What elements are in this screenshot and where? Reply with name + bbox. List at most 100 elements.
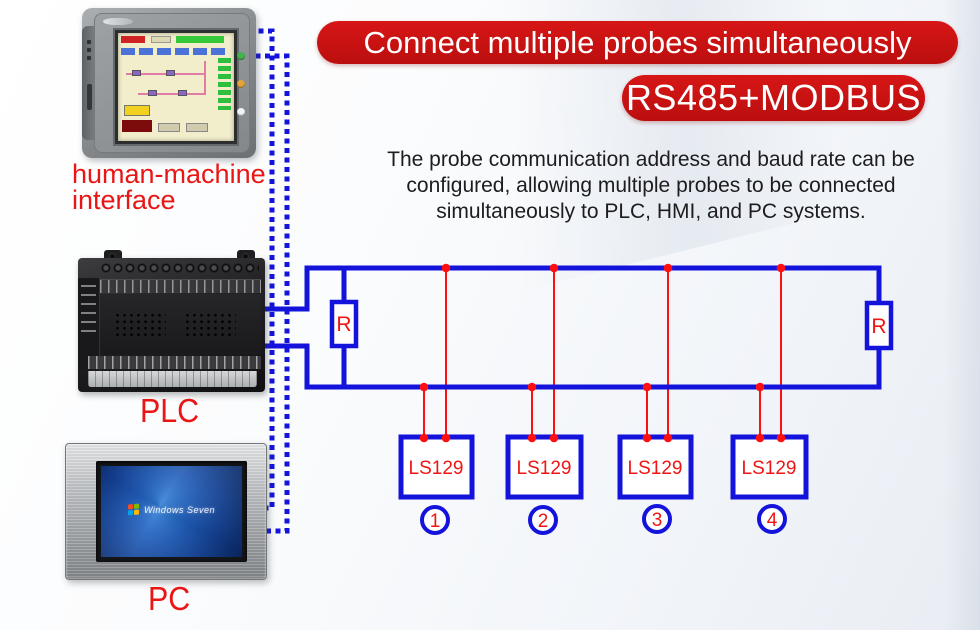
boot-logo-row: Windows Seven — [101, 503, 242, 516]
hmi-screen-title-bar — [121, 36, 145, 43]
flag-quadrant — [128, 510, 134, 516]
hmi-label-line-2: interface — [72, 185, 176, 215]
plc-terminal-cover — [88, 371, 257, 387]
hmi-front-bezel — [94, 13, 250, 153]
hmi-screen-warning-box — [124, 105, 150, 116]
junction-dot — [642, 433, 652, 443]
flow-node — [132, 70, 141, 76]
pc-screen-bezel: Windows Seven — [96, 461, 247, 562]
probe3-number: 3 — [652, 510, 663, 531]
vent-grid — [184, 312, 236, 338]
hmi-screen-button — [158, 123, 180, 132]
probe1-number-circle — [420, 505, 450, 535]
junction-dot — [419, 433, 429, 443]
headline-banner: Connect multiple probes simultaneously — [317, 21, 958, 64]
probe1-box — [398, 434, 475, 500]
vent-grid — [114, 312, 166, 338]
description-line-1: The probe communication address and baud… — [387, 148, 915, 171]
plc-indicator-panel — [78, 278, 100, 370]
description-line-3: simultaneously to PLC, HMI, and PC syste… — [436, 200, 866, 223]
probe2-label: LS129 — [517, 458, 572, 479]
flow-line — [138, 93, 206, 95]
panel-marking — [81, 303, 96, 305]
probe-number-badges: 1 2 3 4 — [420, 504, 787, 535]
windows-logo-icon — [128, 503, 140, 516]
headline-text: Connect multiple probes simultaneously — [363, 24, 912, 60]
probe3-number-circle — [642, 504, 672, 534]
junction-dot — [663, 433, 673, 443]
junction-dot — [776, 263, 786, 273]
probe1-number: 1 — [430, 511, 441, 532]
probe2-number-circle — [528, 505, 558, 535]
plc-label: PLC — [140, 392, 200, 429]
pc-device-image: Windows Seven — [65, 443, 267, 580]
junction-dot — [642, 382, 652, 392]
junction-dot — [776, 433, 786, 443]
junction-dot — [549, 263, 559, 273]
probe1-label: LS129 — [409, 458, 464, 479]
hmi-status-leds — [237, 52, 245, 116]
probe-drop-wires — [423, 270, 782, 438]
probe4-label: LS129 — [742, 458, 797, 479]
probe3-label: LS129 — [628, 458, 683, 479]
run-led-icon — [237, 108, 245, 116]
plc-device-image — [78, 250, 265, 392]
plc-terminal-screws — [100, 261, 259, 275]
hmi-device-image — [82, 8, 256, 158]
protocol-text: RS485+MODBUS — [625, 77, 922, 118]
flag-quadrant — [128, 504, 134, 510]
junction-dot — [755, 382, 765, 392]
connector-pin — [87, 56, 91, 60]
probe2-number: 2 — [538, 511, 549, 532]
panel-marking — [81, 330, 96, 332]
probe4-number: 4 — [767, 510, 778, 531]
flow-node — [148, 90, 157, 96]
right-terminator-box — [864, 300, 894, 351]
hmi-label-line-1: human-machine — [72, 159, 266, 189]
connector-pin — [87, 40, 91, 44]
description-line-2: configured, allowing multiple probes to … — [406, 174, 896, 197]
probe2-box — [505, 434, 584, 500]
background-right-edge — [944, 0, 980, 630]
hmi-side-connector — [82, 26, 96, 140]
protocol-banner: RS485+MODBUS — [622, 75, 925, 121]
left-terminator-label: R — [336, 313, 351, 336]
junction-dot — [527, 382, 537, 392]
bus-top-line — [262, 265, 882, 312]
hmi-screen-alarm-box — [122, 120, 152, 132]
hmi-screen-menu-row — [121, 48, 225, 55]
flow-node — [166, 70, 175, 76]
plc-terminal-strip-bottom — [88, 356, 261, 369]
junction-dot — [527, 433, 537, 443]
connector-pin — [87, 48, 91, 52]
hmi-screen-button — [186, 123, 208, 132]
plc-terminal-strip-top — [100, 279, 261, 293]
right-terminator-label: R — [871, 315, 886, 338]
boot-text: Windows Seven — [144, 504, 215, 515]
hmi-brand-logo — [103, 18, 133, 25]
boot-screen-swirl — [101, 466, 242, 557]
flag-quadrant — [134, 503, 140, 510]
bus-bottom-line — [262, 343, 882, 390]
pc-screen: Windows Seven — [101, 466, 242, 557]
com-led-icon — [237, 80, 245, 88]
junction-dot — [663, 263, 673, 273]
junction-dots — [419, 263, 786, 443]
plc-center-cover — [100, 294, 261, 355]
probe-boxes: LS129 LS129 LS129 LS129 — [398, 434, 809, 500]
hmi-screen-value-list — [218, 58, 231, 110]
flow-node — [178, 90, 187, 96]
hmi-label: human-machine interface — [72, 159, 266, 215]
power-led-icon — [237, 52, 245, 60]
probe3-box — [617, 434, 694, 500]
description-paragraph: The probe communication address and baud… — [345, 147, 957, 225]
terminating-resistors: R R — [329, 299, 894, 351]
panel-marking — [81, 285, 96, 287]
left-terminator-box — [329, 299, 359, 349]
hmi-to-pc-dashed-wire-2 — [246, 53, 290, 534]
probe4-number-circle — [757, 504, 787, 534]
flag-quadrant — [134, 509, 140, 516]
plc-body — [78, 258, 265, 392]
panel-marking — [81, 321, 96, 323]
